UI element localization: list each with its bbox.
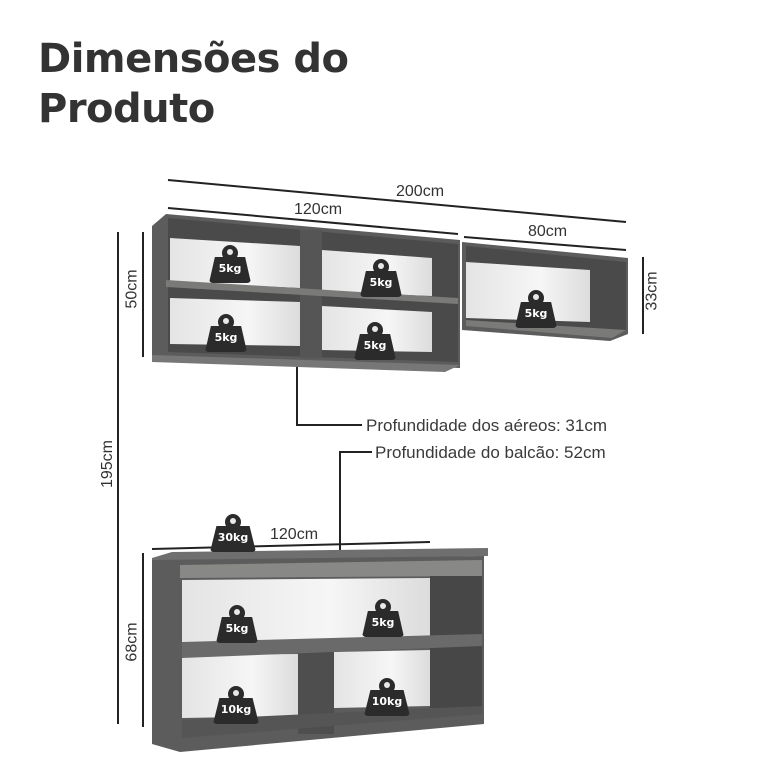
upper-left-cabinet [152,214,460,372]
weight-icon: 5kg [214,605,260,645]
upper-right-width-label: 80cm [528,223,568,240]
depth-balcao-label: Profundidade do balcão: 52cm [375,443,606,462]
base-cabinet [152,548,488,752]
title-line-2: Produto [38,86,215,132]
weight-icon: 5kg [513,290,559,330]
base-width-label: 120cm [270,526,319,543]
weight-icon: 5kg [207,245,253,285]
total-height-label: 195cm [99,439,117,489]
upper-left-width-label: 120cm [294,201,343,218]
upper-left-height-label: 50cm [123,269,141,309]
weight-icon: 30kg [208,514,258,554]
page-title: Dimensões do Produto [38,34,349,134]
weight-icon: 5kg [203,314,249,354]
total-width-label: 200cm [396,183,445,200]
weight-icon: 5kg [358,259,404,299]
depth-aereos-label: Profundidade dos aéreos: 31cm [366,416,607,435]
title-line-1: Dimensões do [38,36,349,82]
upper-right-height-label: 33cm [643,271,661,311]
weight-icon: 5kg [352,322,398,362]
dimension-lines [117,179,644,727]
weight-icon: 5kg [360,599,406,639]
upper-right-cabinet [462,242,628,341]
weight-icon: 10kg [211,686,261,726]
base-height-label: 68cm [123,622,141,662]
weight-icon: 10kg [362,678,412,718]
